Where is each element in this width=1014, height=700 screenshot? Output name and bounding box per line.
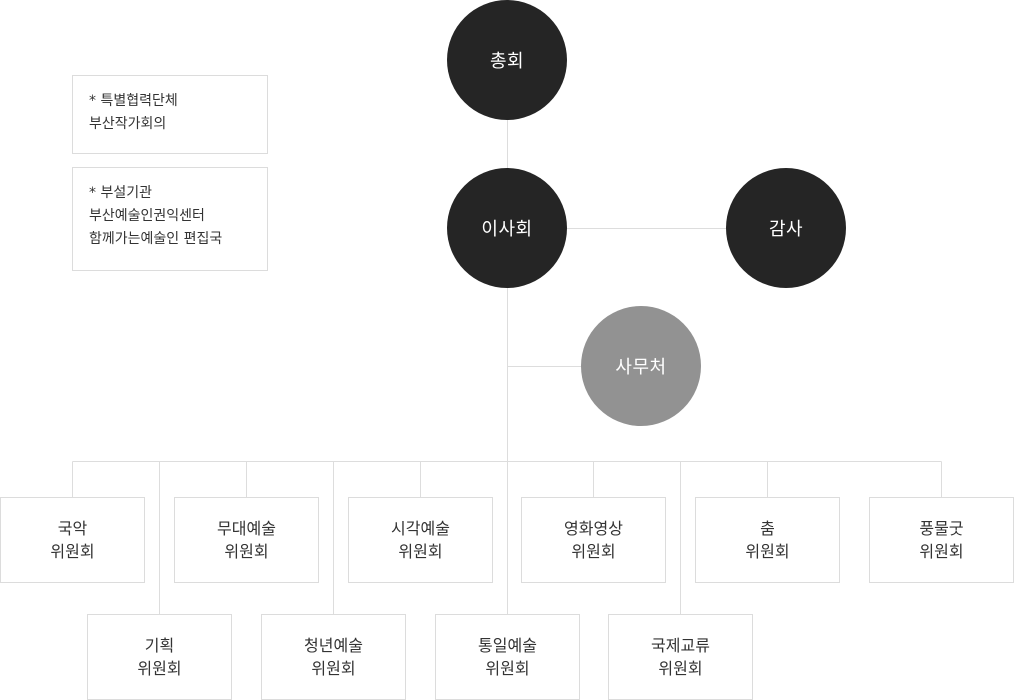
secretariat-node: 사무처 — [581, 306, 701, 426]
committee-unification-art: 통일예술 위원회 — [435, 614, 580, 700]
note-line: 부산작가회의 — [89, 116, 167, 132]
committee-pungmulgut: 풍물굿 위원회 — [869, 497, 1014, 583]
committee-suffix: 위원회 — [311, 659, 356, 678]
committee-suffix: 위원회 — [50, 542, 95, 561]
committee-name: 통일예술 — [478, 636, 537, 655]
committee-name: 풍물굿 — [919, 519, 964, 538]
node-label: 감사 — [768, 219, 804, 240]
committee-youth-art: 청년예술 위원회 — [261, 614, 406, 700]
note-line: 함께가는예술인 편집국 — [89, 231, 223, 247]
committee-dance: 춤 위원회 — [695, 497, 840, 583]
committee-name: 무대예술 — [217, 519, 276, 538]
special-partner-note: * 특별협력단체 부산작가회의 — [72, 75, 268, 154]
board-node: 이사회 — [447, 168, 567, 288]
node-label: 사무처 — [615, 357, 667, 378]
note-line: * 특별협력단체 — [89, 93, 178, 109]
committee-name: 춤 — [760, 519, 775, 538]
committee-suffix: 위원회 — [919, 542, 964, 561]
committee-suffix: 위원회 — [485, 659, 530, 678]
committee-name: 시각예술 — [391, 519, 450, 538]
note-line: * 부설기관 — [89, 185, 152, 201]
committee-name: 영화영상 — [564, 519, 623, 538]
committee-suffix: 위원회 — [658, 659, 703, 678]
committee-name: 기획 — [144, 636, 175, 655]
committee-visual-art: 시각예술 위원회 — [348, 497, 493, 583]
committee-film-video: 영화영상 위원회 — [521, 497, 666, 583]
committee-planning: 기획 위원회 — [87, 614, 232, 700]
committee-suffix: 위원회 — [224, 542, 269, 561]
node-label: 총회 — [489, 51, 525, 72]
affiliated-institutions-note: * 부설기관 부산예술인권익센터 함께가는예술인 편집국 — [72, 167, 268, 271]
committee-name: 국악 — [57, 519, 88, 538]
committee-name: 청년예술 — [304, 636, 363, 655]
committee-stage-art: 무대예술 위원회 — [174, 497, 319, 583]
committee-international-exchange: 국제교류 위원회 — [608, 614, 753, 700]
committee-suffix: 위원회 — [398, 542, 443, 561]
committee-suffix: 위원회 — [571, 542, 616, 561]
note-line: 부산예술인권익센터 — [89, 208, 205, 224]
committee-name: 국제교류 — [651, 636, 710, 655]
committee-suffix: 위원회 — [745, 542, 790, 561]
committee-gugak: 국악 위원회 — [0, 497, 145, 583]
node-label: 이사회 — [481, 219, 533, 240]
audit-node: 감사 — [726, 168, 846, 288]
general-assembly-node: 총회 — [447, 0, 567, 120]
committee-suffix: 위원회 — [137, 659, 182, 678]
